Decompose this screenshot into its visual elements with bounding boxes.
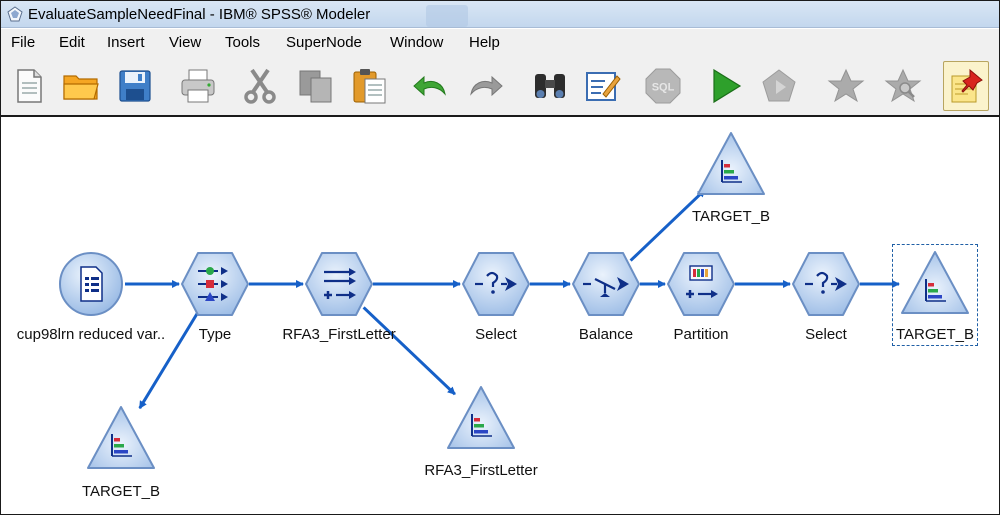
node-label: Select [805, 326, 847, 343]
partition-node[interactable] [666, 249, 736, 319]
menu-window[interactable]: Window [390, 34, 444, 51]
paste-clipboard-icon [353, 69, 386, 104]
distribution-icon [447, 386, 515, 449]
run-stream-button[interactable] [703, 64, 747, 108]
background-window-ghost [426, 5, 468, 27]
svg-text:SQL: SQL [652, 82, 675, 94]
select-icon [462, 252, 530, 316]
edit-properties-icon [586, 72, 621, 101]
node-label: Balance [578, 326, 634, 343]
select-node[interactable] [791, 249, 861, 319]
stream-canvas[interactable]: cup98lrn reduced var.. Type RFA3_FirstLe… [1, 118, 999, 514]
redo-button[interactable] [463, 64, 507, 108]
connection-derive-to-dist-derive[interactable] [362, 306, 456, 396]
type-icon [181, 252, 249, 316]
open-stream-button[interactable] [59, 64, 103, 108]
new-document-icon [17, 69, 42, 103]
derive-node[interactable] [304, 249, 374, 319]
node-label: Select [475, 326, 517, 343]
save-stream-button[interactable] [113, 64, 157, 108]
menu-insert[interactable]: Insert [107, 34, 145, 51]
run-selection-button[interactable] [757, 64, 801, 108]
menu-bar: File Edit Insert View Tools SuperNode Wi… [1, 29, 999, 55]
distribution-node[interactable] [86, 404, 156, 474]
star-icon [827, 68, 865, 103]
spss-app-icon [7, 6, 23, 22]
source-node[interactable] [56, 249, 126, 319]
new-stream-button[interactable] [7, 64, 51, 108]
find-button[interactable] [528, 64, 572, 108]
node-label: Partition [673, 326, 729, 343]
distribution-node[interactable] [696, 130, 766, 200]
node-label: cup98lrn reduced var.. [16, 326, 166, 343]
edit-stream-properties-button[interactable] [581, 64, 625, 108]
node-label: TARGET_B [895, 326, 975, 343]
node-label: TARGET_B [691, 208, 771, 225]
menu-file[interactable]: File [11, 34, 36, 51]
distribution-node[interactable] [446, 384, 516, 454]
menu-view[interactable]: View [169, 34, 202, 51]
node-label: Type [198, 326, 232, 343]
copy-icon [299, 70, 332, 103]
sql-icon: SQL [645, 68, 681, 104]
undo-arrow-icon [413, 75, 446, 97]
connection-type-to-dist-type[interactable] [138, 312, 199, 410]
balance-node[interactable] [571, 249, 641, 319]
printer-icon [181, 69, 215, 103]
menu-supernode[interactable]: SuperNode [286, 34, 362, 51]
node-label: RFA3_FirstLetter [424, 462, 538, 479]
zoom-in-supernode-button[interactable] [824, 64, 868, 108]
balance-icon [572, 252, 640, 316]
distribution-icon [901, 251, 969, 314]
distribution-node[interactable] [900, 249, 970, 319]
open-folder-icon [63, 75, 99, 100]
run-selection-pentagon-icon [762, 69, 796, 102]
select-icon [792, 252, 860, 316]
menu-tools[interactable]: Tools [225, 34, 261, 51]
menu-help[interactable]: Help [469, 34, 500, 51]
node-label: RFA3_FirstLetter [282, 326, 396, 343]
print-button[interactable] [176, 64, 220, 108]
partition-icon [667, 252, 735, 316]
zoom-out-supernode-button[interactable] [881, 64, 925, 108]
cut-button[interactable] [238, 64, 282, 108]
sql-generation-button[interactable]: SQL [641, 64, 685, 108]
undo-button[interactable] [409, 64, 453, 108]
node-label: TARGET_B [81, 483, 161, 500]
comment-pin-icon [951, 68, 983, 103]
distribution-icon [87, 406, 155, 469]
file-source-icon [59, 252, 123, 316]
type-node[interactable] [180, 249, 250, 319]
selection-marquee [892, 244, 978, 346]
connection-balance-to-dist-top[interactable] [629, 188, 706, 262]
star-zoom-icon [884, 68, 922, 103]
title-bar: EvaluateSampleNeedFinal - IBM® SPSS® Mod… [1, 1, 999, 28]
window-title: EvaluateSampleNeedFinal - IBM® SPSS® Mod… [28, 6, 371, 23]
copy-button[interactable] [294, 64, 338, 108]
play-icon [713, 68, 742, 104]
scissors-icon [244, 68, 276, 104]
distribution-icon [697, 132, 765, 195]
select-node[interactable] [461, 249, 531, 319]
redo-arrow-icon [470, 75, 503, 97]
toolbar: SQL [1, 55, 999, 117]
save-disk-icon [119, 70, 151, 102]
derive-icon [305, 252, 373, 316]
paste-button[interactable] [347, 64, 391, 108]
insert-comment-button[interactable] [943, 61, 989, 111]
binoculars-icon [535, 74, 565, 98]
menu-edit[interactable]: Edit [59, 34, 85, 51]
